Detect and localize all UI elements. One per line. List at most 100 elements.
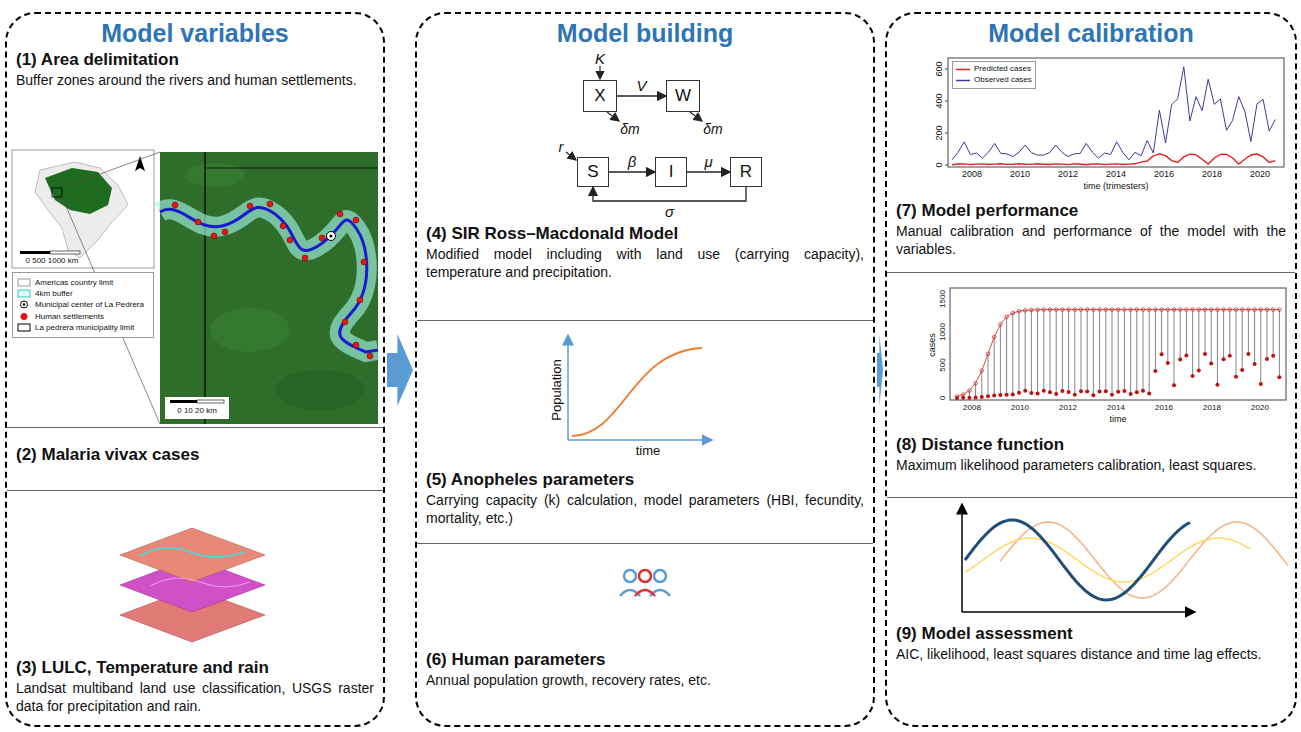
legend-text: Americas country limit <box>35 278 113 287</box>
panel-title: Model calibration <box>988 19 1194 47</box>
legend-text: Human settlements <box>35 312 104 321</box>
section-heading: (3) LULC, Temperature and rain <box>16 657 374 678</box>
section: (7) Model performanceManual calibration … <box>887 45 1295 272</box>
flow-arrow <box>609 171 655 172</box>
section-heading: (5) Anopheles parameters <box>426 469 864 490</box>
chart-label: 1500 <box>939 290 947 308</box>
chart-label: 2010 <box>1011 404 1029 412</box>
chart-label: 2014 <box>1106 170 1126 179</box>
compartment-box: X <box>583 80 617 112</box>
legend-row: Americas country limit <box>17 278 149 287</box>
chart-label: δm <box>620 122 639 136</box>
section-content: (6) Human parametersAnnual population gr… <box>417 544 873 690</box>
chart-label: δm <box>703 122 722 136</box>
section: (2) Malaria vivax cases <box>7 427 383 490</box>
people-icon <box>620 570 670 596</box>
locator-map <box>12 150 160 424</box>
chart-label: 2014 <box>1107 404 1125 412</box>
legend-text: Observed cases <box>974 76 1032 85</box>
compartment-label: X <box>594 86 605 106</box>
section: (3) LULC, Temperature and rainLandsat mu… <box>7 490 383 725</box>
edge-label: μ <box>702 154 714 169</box>
section-heading: (1) Area delimitation <box>16 49 374 70</box>
chart-label: 2020 <box>1250 170 1270 179</box>
edge-label: V <box>634 78 648 93</box>
chart-label: 200 <box>935 125 944 140</box>
flow-arrow <box>593 187 746 201</box>
legend-row: La pedrera municipality limit <box>17 323 149 332</box>
raster-layers <box>120 528 265 642</box>
compartment-label: W <box>675 86 691 106</box>
lag-curves <box>965 520 1288 600</box>
panel: Model building (4) SIR Ross–Macdonald Mod… <box>415 12 875 727</box>
chart-label: 400 <box>935 93 944 108</box>
chart-label: time (trimesters) <box>1084 182 1149 191</box>
legend-text: La pedrera municipality limit <box>35 323 134 332</box>
chart-label: time <box>1109 415 1126 424</box>
chart-label: Population <box>550 359 563 420</box>
compartment-box: S <box>577 157 609 187</box>
chart-label: 0 <box>935 162 944 167</box>
distance-chart <box>955 308 1281 400</box>
legend-text: Municipal center of La Pedrera <box>35 300 144 309</box>
edge-label: β <box>626 154 639 169</box>
compartment-label: I <box>669 162 674 182</box>
compartment-label: R <box>740 162 752 182</box>
block-arrow <box>877 334 883 406</box>
section-content: (9) Model assessmentAIC, likelihood, lea… <box>887 498 1295 664</box>
chart-label: 0 10 20 km <box>177 407 217 415</box>
chart-label: 2008 <box>963 404 981 412</box>
edge-label: σ <box>663 204 676 219</box>
legend-text: Predicted cases <box>974 65 1031 74</box>
section-text: Annual population growth, recovery rates… <box>426 672 864 690</box>
section-heading: (7) Model performance <box>896 200 1286 221</box>
section-content: (3) LULC, Temperature and rainLandsat mu… <box>7 491 383 716</box>
legend-sample <box>956 76 970 85</box>
logistic-graph <box>568 335 712 440</box>
chart-frame <box>950 288 1286 400</box>
legend-row: Observed cases <box>956 76 1032 85</box>
chart-legend: Predicted casesObserved cases <box>952 61 1036 89</box>
chart-label: 2016 <box>1154 170 1174 179</box>
lag-axes <box>962 504 1195 612</box>
chart-label: r <box>559 139 564 154</box>
chart-label: 2018 <box>1203 404 1221 412</box>
section-text: Maximum likelihood parameters calibratio… <box>896 457 1286 475</box>
legend-sample <box>17 323 31 332</box>
chart-label: 2016 <box>1155 404 1173 412</box>
section-heading: (8) Distance function <box>896 434 1286 455</box>
legend-row: 4km buffer <box>17 289 149 298</box>
section: (8) Distance functionMaximum likelihood … <box>887 272 1295 497</box>
performance-chart <box>945 67 1275 165</box>
detail-map <box>160 152 378 424</box>
panel-heading: Model building <box>417 19 873 48</box>
legend-sample <box>17 278 31 287</box>
chart-label: 2018 <box>1202 170 1222 179</box>
chart-label: K <box>595 51 605 66</box>
compartment-box: R <box>730 157 762 187</box>
compartment-box: W <box>666 80 700 112</box>
legend-row: Human settlements <box>17 312 149 321</box>
flow-arrow <box>687 171 730 172</box>
legend-sample <box>956 65 970 74</box>
section-heading: (4) SIR Ross–Macdonald Model <box>426 223 864 244</box>
chart-label: 2012 <box>1059 404 1077 412</box>
panel-title: Model variables <box>101 19 289 47</box>
chart-label: 0 <box>939 396 947 400</box>
panel-heading: Model calibration <box>887 19 1295 48</box>
panel-heading: Model variables <box>7 19 383 48</box>
section: (9) Model assessmentAIC, likelihood, lea… <box>887 497 1295 725</box>
chart-label: 0 500 1000 km <box>26 257 79 265</box>
legend-row: Predicted cases <box>956 65 1032 74</box>
section: (5) Anopheles parametersCarrying capacit… <box>417 320 873 543</box>
section-content: (1) Area delimitationBuffer zones around… <box>7 45 383 90</box>
section-text: AIC, likelihood, least squares distance … <box>896 646 1286 664</box>
legend-sample <box>17 289 31 298</box>
legend-sample <box>17 312 31 321</box>
block-arrow <box>387 334 413 406</box>
chart-label: cases <box>928 333 937 357</box>
chart-label: 600 <box>935 61 944 76</box>
section-content: (2) Malaria vivax cases <box>7 428 383 465</box>
compartment-box: I <box>655 157 687 187</box>
